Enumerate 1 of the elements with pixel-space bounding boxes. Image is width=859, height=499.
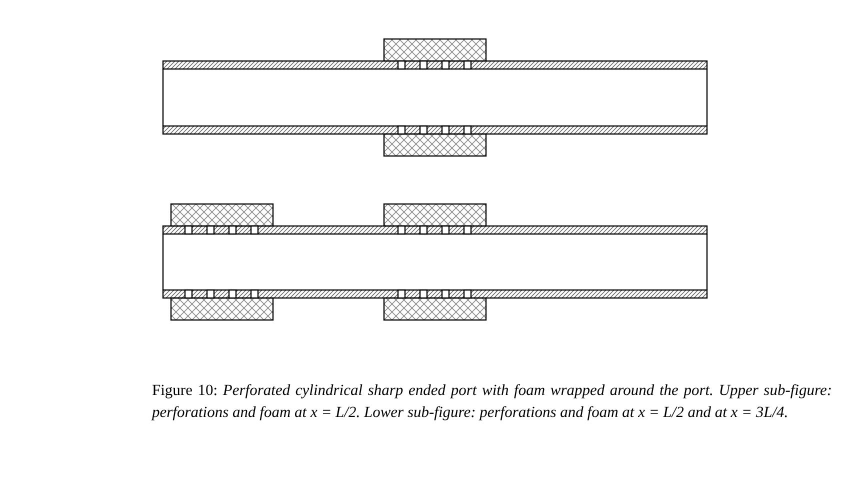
figure-caption: Figure 10: Perforated cylindrical sharp ended port with foam wrapped around the port. Upper sub-figure: perforations and foam at x = L/2. Lower sub-figure: perforations and foam at x = L/2 and at x = 3L/4. <box>152 381 832 423</box>
